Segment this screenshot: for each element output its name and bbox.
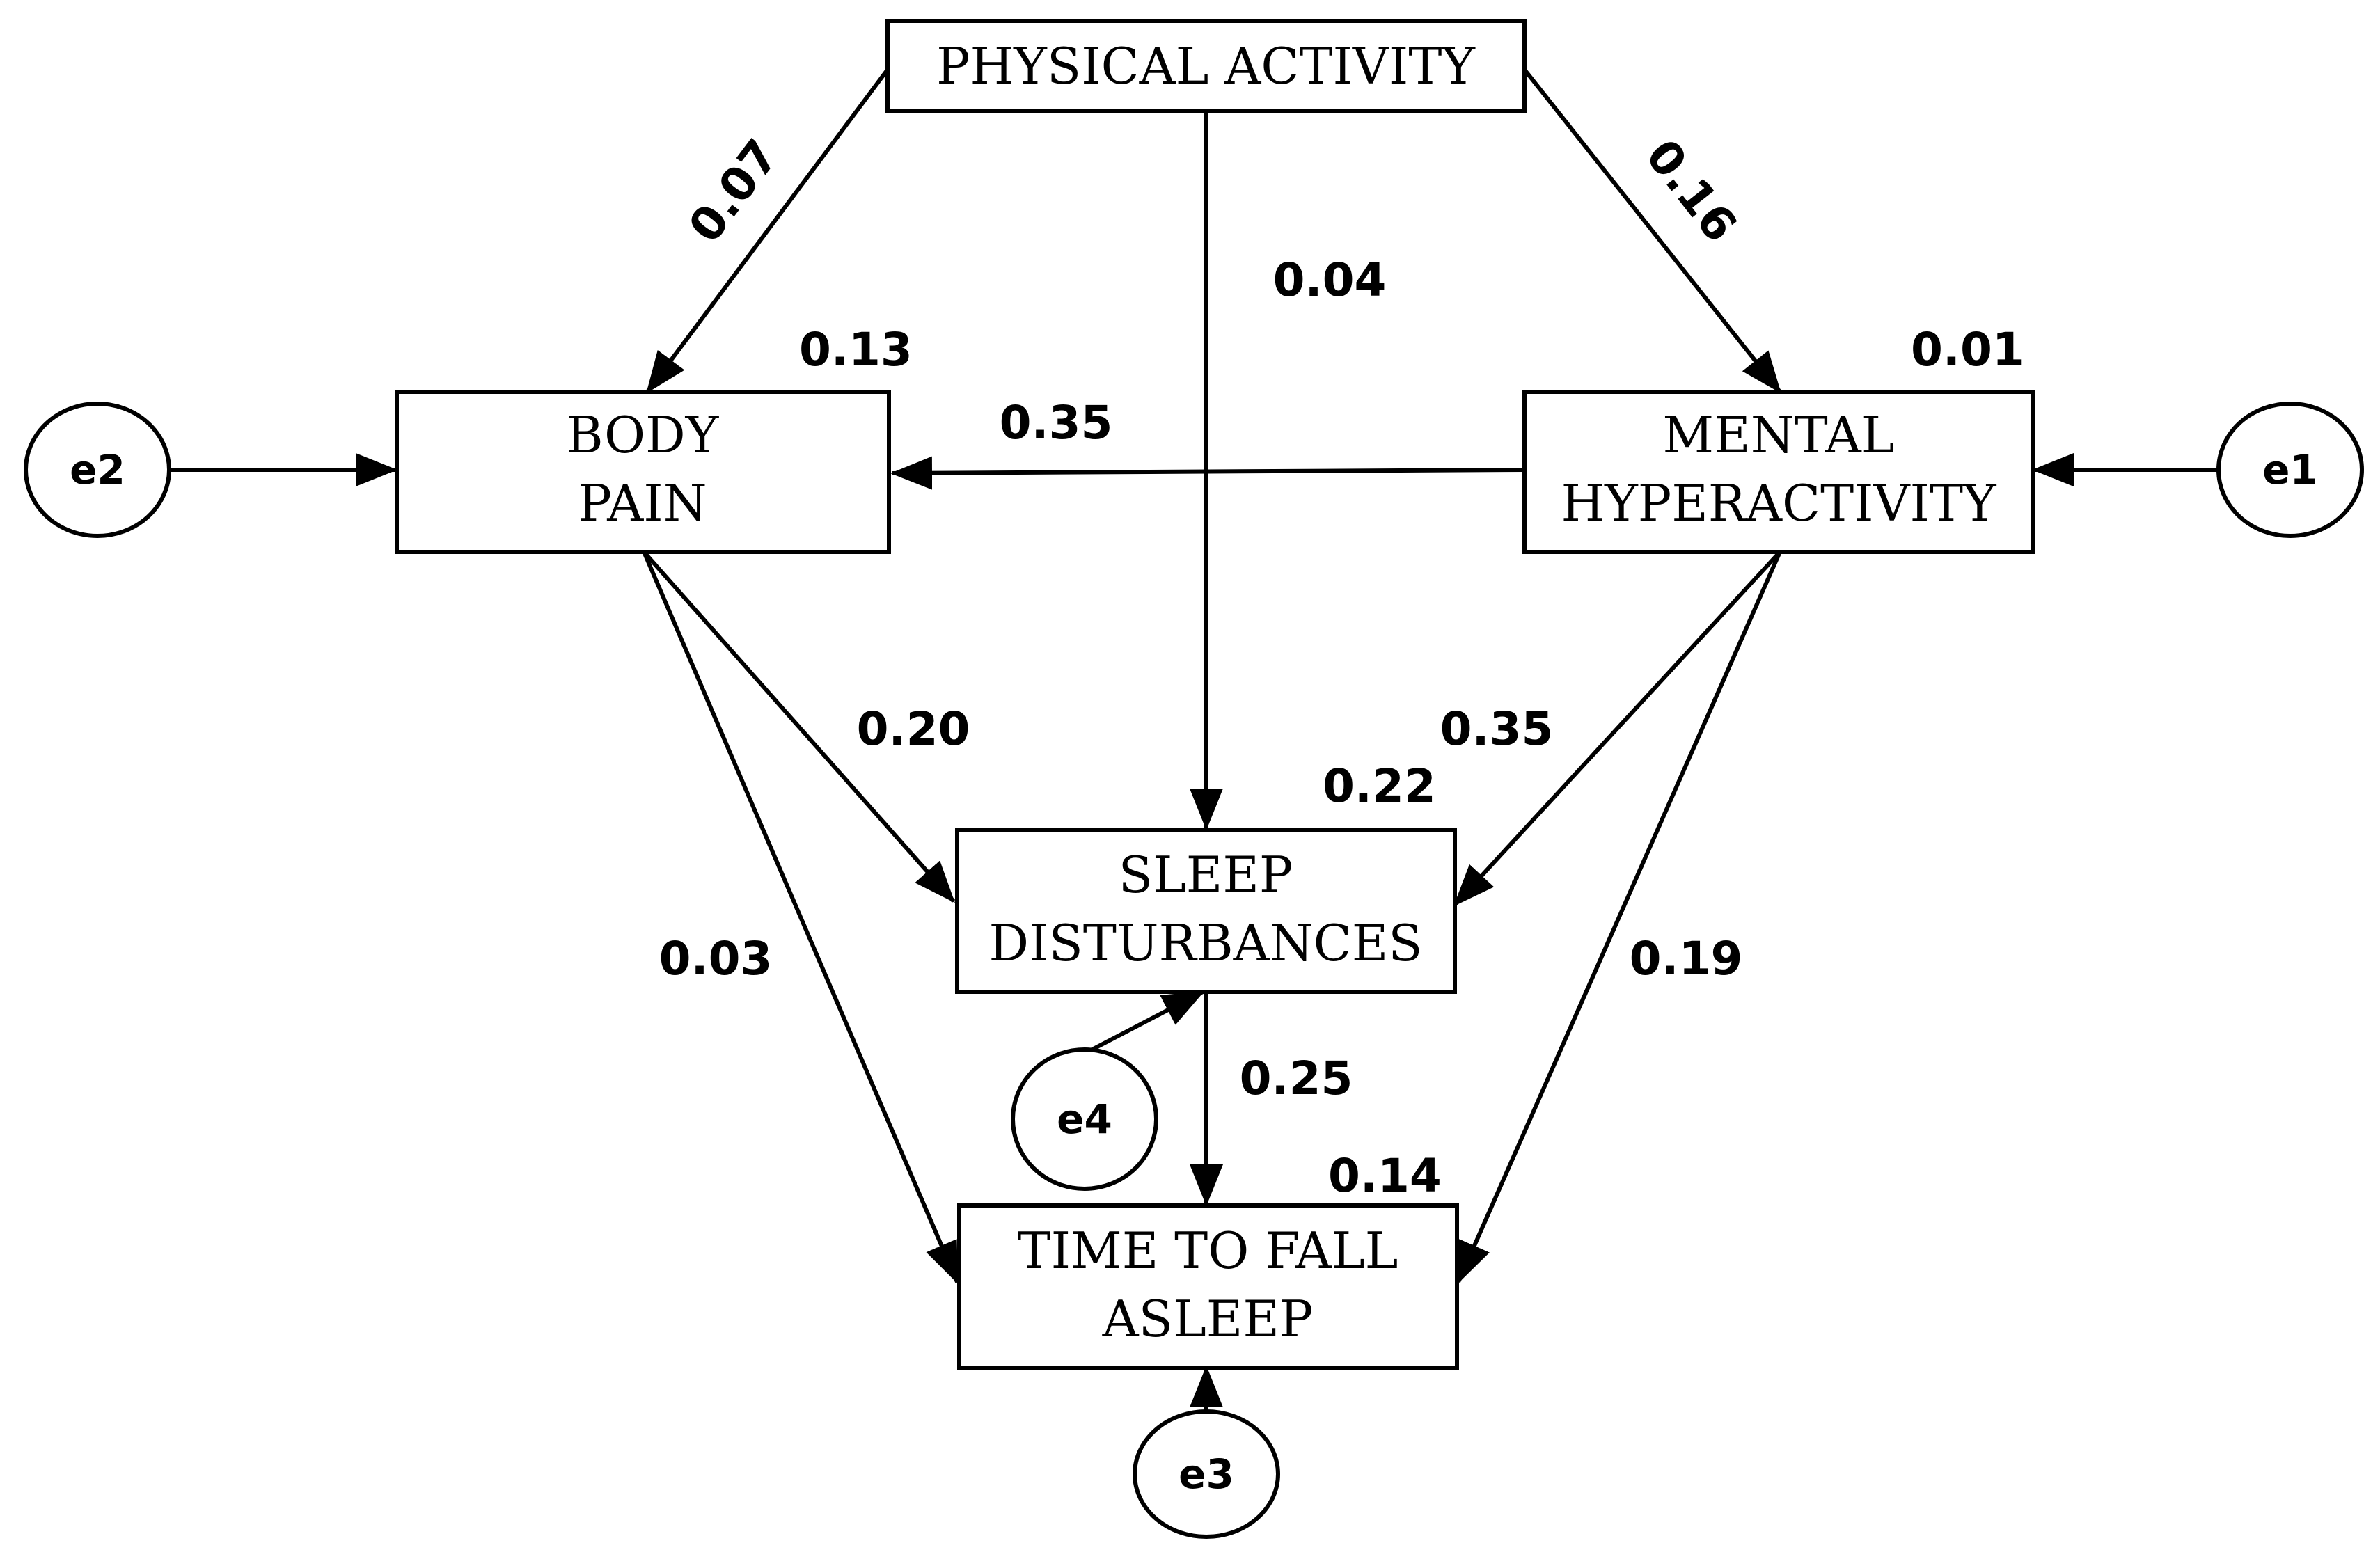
r2-time-to-fall-asleep: 0.14 [1328, 1149, 1442, 1203]
error-e4: e4 [1011, 1047, 1158, 1191]
path-mental-hyperactivity-to-time-to-fall-asleep [1456, 551, 1782, 1284]
node-body-pain-label-line-1: BODY [567, 406, 720, 464]
error-e3: e3 [1133, 1409, 1280, 1539]
error-e4-label: e4 [1057, 1095, 1112, 1143]
node-sleep-disturbances: SLEEP DISTURBANCES [955, 828, 1457, 994]
node-physical-activity-label-line-1: PHYSICAL ACTIVITY [936, 37, 1476, 95]
coef-mental-hyperactivity-to-body-pain: 0.35 [1000, 396, 1113, 450]
node-mental-hyperactivity: MENTAL HYPERACTIVITY [1522, 390, 2035, 554]
node-time-to-fall-asleep-label-line-2: ASLEEP [1102, 1290, 1314, 1348]
error-e1: e1 [2216, 402, 2364, 538]
coef-sleep-disturbances-to-time-to-fall-asleep: 0.25 [1240, 1052, 1353, 1105]
path-mental-hyperactivity-to-body-pain [890, 456, 1525, 490]
r2-body-pain: 0.13 [799, 323, 913, 377]
node-sleep-disturbances-label-line-2: DISTURBANCES [988, 914, 1422, 972]
path-mental-hyperactivity-to-sleep-disturbances [1453, 550, 1782, 907]
error-e1-label: e1 [2262, 446, 2318, 493]
node-time-to-fall-asleep: TIME TO FALL ASLEEP [957, 1203, 1459, 1370]
r2-sleep-disturbances: 0.22 [1323, 759, 1436, 813]
node-body-pain-label-line-2: PAIN [578, 474, 707, 532]
node-time-to-fall-asleep-label-line-1: TIME TO FALL [1018, 1221, 1398, 1280]
node-body-pain: BODY PAIN [395, 390, 891, 554]
path-physical-activity-to-body-pain [645, 68, 890, 394]
error-e2: e2 [24, 402, 171, 538]
node-mental-hyperactivity-label-line-1: MENTAL [1662, 406, 1894, 464]
path-body-pain-to-sleep-disturbances [642, 551, 956, 903]
path-physical-activity-to-mental-hyperactivity [1522, 68, 1782, 394]
r2-mental-hyperactivity: 0.01 [1911, 323, 2024, 377]
error-e3-label: e3 [1179, 1450, 1234, 1498]
error-e2-label: e2 [70, 446, 125, 493]
coef-mental-hyperactivity-to-sleep-disturbances: 0.35 [1440, 702, 1554, 756]
path-e4-to-sleep-disturbances [1088, 990, 1205, 1053]
coef-physical-activity-to-sleep-disturbances: 0.04 [1273, 253, 1387, 307]
coef-body-pain-to-time-to-fall-asleep: 0.03 [659, 932, 773, 986]
coef-physical-activity-to-body-pain: 0.07 [678, 129, 789, 252]
path-body-pain-to-time-to-fall-asleep [642, 551, 959, 1284]
node-physical-activity: PHYSICAL ACTIVITY [885, 19, 1527, 113]
node-sleep-disturbances-label-line-1: SLEEP [1119, 846, 1293, 904]
coef-mental-hyperactivity-to-time-to-fall-asleep: 0.19 [1630, 932, 1743, 986]
coef-body-pain-to-sleep-disturbances: 0.20 [857, 702, 970, 756]
node-mental-hyperactivity-label-line-2: HYPERACTIVITY [1561, 474, 1997, 532]
